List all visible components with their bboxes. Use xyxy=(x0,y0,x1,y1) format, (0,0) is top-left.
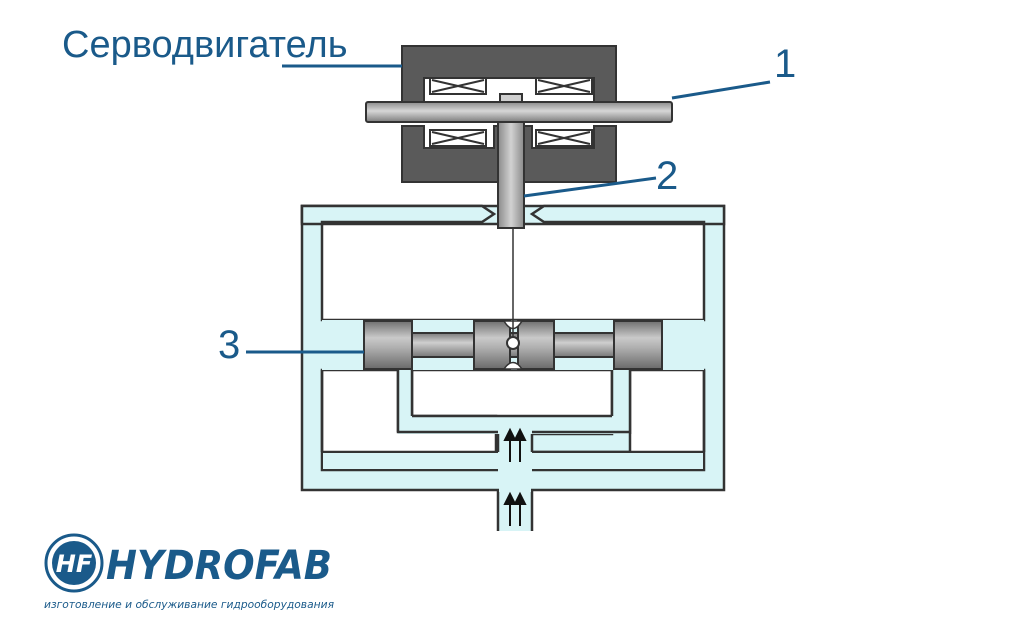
logo-tagline: изготовление и обслуживание гидрооборудо… xyxy=(44,598,334,611)
spool-channel xyxy=(320,370,706,469)
supply-channel-outer xyxy=(498,489,532,531)
logo-name: HYDROFAB xyxy=(106,543,332,589)
callout-2-label: 2 xyxy=(656,154,678,198)
callout-2-line xyxy=(523,176,657,198)
armature-bar xyxy=(365,101,673,123)
coil-top-right xyxy=(535,77,593,95)
spool xyxy=(363,320,663,370)
coil-bottom-left xyxy=(429,129,487,147)
flow-arrows xyxy=(503,427,527,526)
spool-land-right xyxy=(613,320,663,370)
diagram-title: Серводвигатель xyxy=(62,24,348,66)
callout-1-line xyxy=(671,80,771,100)
hydrofab-logo: HF HYDROFAB изготовление и обслуживание … xyxy=(44,533,334,611)
callout-1-label: 1 xyxy=(774,42,796,86)
nozzles xyxy=(300,204,726,226)
callouts xyxy=(246,64,771,354)
armature-top-block xyxy=(499,93,523,103)
spool-land-center-right xyxy=(517,320,555,370)
flapper-stem xyxy=(497,121,525,229)
feedback-ball xyxy=(506,336,520,350)
spool-land-left xyxy=(363,320,413,370)
nozzle-right xyxy=(529,204,726,226)
spool-land-center-left xyxy=(473,320,511,370)
nozzle-left xyxy=(300,204,497,226)
logo-mark: HF xyxy=(56,550,93,578)
coil-top-left xyxy=(429,77,487,95)
coil-bottom-right xyxy=(535,129,593,147)
torque-motor xyxy=(365,45,673,229)
callout-3-label: 3 xyxy=(218,323,240,367)
